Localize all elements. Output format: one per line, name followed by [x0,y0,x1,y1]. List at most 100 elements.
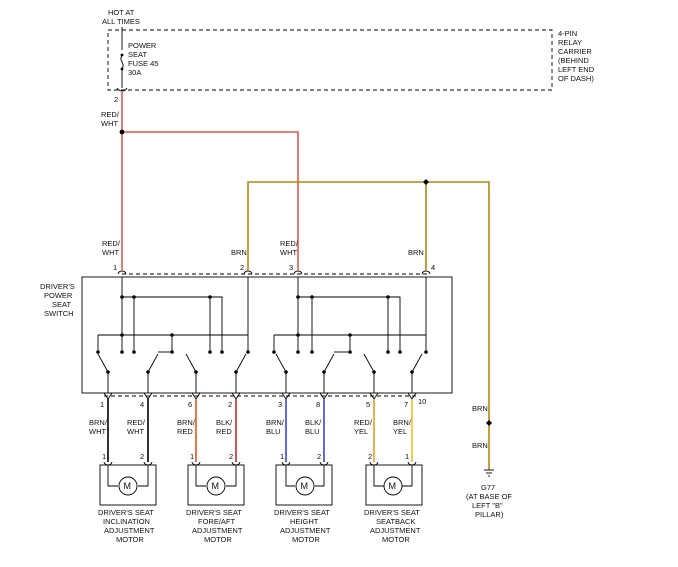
bottom-pin-2: 4 [140,400,144,409]
ground-wire-label-2: BRN [472,441,488,450]
bottom-pin-3: 6 [188,400,192,409]
lead-label-3a: BRN/ [177,418,196,427]
switch-body [81,276,453,394]
lead-label-4b: RED [216,427,232,436]
lead-label-7b: YEL [354,427,368,436]
motor-3-label-line2: HEIGHT [290,517,319,526]
motor-3-symbol: M [301,481,309,491]
switch-label-line2: POWER [44,291,73,300]
motor-fore-aft: 1 2 M [187,452,245,506]
lead-label-2a: RED/ [127,418,146,427]
lead-label-8b: YEL [393,427,407,436]
ground-location-line1: (AT BASE OF [466,492,512,501]
top-pin-3: 3 [289,263,293,272]
motor-1-label-line3: ADJUSTMENT [104,526,155,535]
fuse-label-line1: POWER [128,41,157,50]
feed-wire-label-line2: WHT [101,119,118,128]
bottom-pin-7: 5 [366,400,370,409]
ground-symbol [484,469,494,477]
hot-label-line2: ALL TIMES [102,17,140,26]
lead-label-5a: BRN/ [266,418,285,427]
bottom-pin-9: 10 [418,397,426,406]
motor-2-symbol: M [212,481,220,491]
motor-1-label-line1: DRIVER'S SEAT [98,508,154,517]
ground-wire-label-1: BRN [472,404,488,413]
fuse-symbol [116,53,128,92]
lead-label-6b: BLU [305,427,320,436]
motor-2-pin-b: 2 [229,452,233,461]
motor-3-pin-b: 2 [317,452,321,461]
lead-label-2b: WHT [127,427,144,436]
motor-4-symbol: M [389,481,397,491]
fuse-label-line4: 30A [128,68,141,77]
relay-label-line5: LEFT END [558,65,595,74]
motor-3-label-line3: ADJUSTMENT [280,526,331,535]
switch-label-line3: SEAT [52,300,71,309]
ground-id: G77 [481,483,495,492]
motor-inclination: 1 2 M [99,452,157,506]
motor-4-label-line1: DRIVER'S SEAT [364,508,420,517]
motor-1-label-line2: INCLINATION [103,517,150,526]
bottom-pin-8: 7 [404,400,408,409]
motor-4-label-line2: SEATBACK [376,517,415,526]
wire-brn-ground [247,179,492,470]
switch-label-line4: SWITCH [44,309,74,318]
top-wire-label-1a: RED/ [102,239,121,248]
motor-seatback: 2 1 M [365,452,423,506]
top-wire-label-1b: WHT [102,248,119,257]
bottom-pin-1: 1 [100,400,104,409]
lead-label-1a: BRN/ [89,418,108,427]
motor-2-label-line1: DRIVER'S SEAT [186,508,242,517]
motor-2-label-line4: MOTOR [204,535,232,544]
lead-label-5b: BLU [266,427,281,436]
fuse-pin: 2 [114,95,118,104]
motor-3-label-line1: DRIVER'S SEAT [274,508,330,517]
motor-3-label-line4: MOTOR [292,535,320,544]
top-pin-2: 2 [240,263,244,272]
relay-label-line4: (BEHIND [558,56,589,65]
lead-label-7a: RED/ [354,418,373,427]
relay-carrier [107,29,553,91]
top-wire-label-2: BRN [231,248,247,257]
ground-location-line3: PILLAR) [475,510,504,519]
motor-2-pin-a: 1 [190,452,194,461]
switch-internals [96,277,428,393]
motor-4-pin-a: 2 [368,452,372,461]
wire-red-wht-feed [119,92,299,270]
relay-label-line1: 4-PIN [558,29,577,38]
fuse-label-line3: FUSE 45 [128,59,158,68]
lead-label-8a: BRN/ [393,418,412,427]
motor-1-label-line4: MOTOR [116,535,144,544]
top-connectors [117,270,431,275]
relay-label-line3: CARRIER [558,47,592,56]
relay-label-line6: OF DASH) [558,74,594,83]
switch-label-line1: DRIVER'S [40,282,75,291]
top-pin-4: 4 [431,263,435,272]
motor-2-label-line3: ADJUSTMENT [192,526,243,535]
top-wire-label-3a: RED/ [280,239,299,248]
lead-label-3b: RED [177,427,193,436]
fuse-label-line2: SEAT [128,50,147,59]
lead-label-6a: BLK/ [305,418,322,427]
top-pin-1: 1 [113,263,117,272]
motor-lead-wires [107,399,413,462]
ground-location-line2: LEFT "B" [472,501,503,510]
motor-1-pin-b: 2 [140,452,144,461]
feed-wire-label-line1: RED/ [101,110,120,119]
motor-2-label-line2: FORE/AFT [198,517,236,526]
bottom-pin-5: 3 [278,400,282,409]
bottom-pin-6: 8 [316,400,320,409]
motor-1-pin-a: 1 [102,452,106,461]
motor-4-label-line3: ADJUSTMENT [370,526,421,535]
motor-height: 1 2 M [275,452,333,506]
bottom-pin-4: 2 [228,400,232,409]
motor-4-pin-b: 1 [405,452,409,461]
relay-label-line2: RELAY [558,38,582,47]
top-wire-label-4: BRN [408,248,424,257]
motor-3-pin-a: 1 [280,452,284,461]
lead-label-4a: BLK/ [216,418,233,427]
lead-label-1b: WHT [89,427,106,436]
top-wire-label-3b: WHT [280,248,297,257]
motor-4-label-line4: MOTOR [382,535,410,544]
